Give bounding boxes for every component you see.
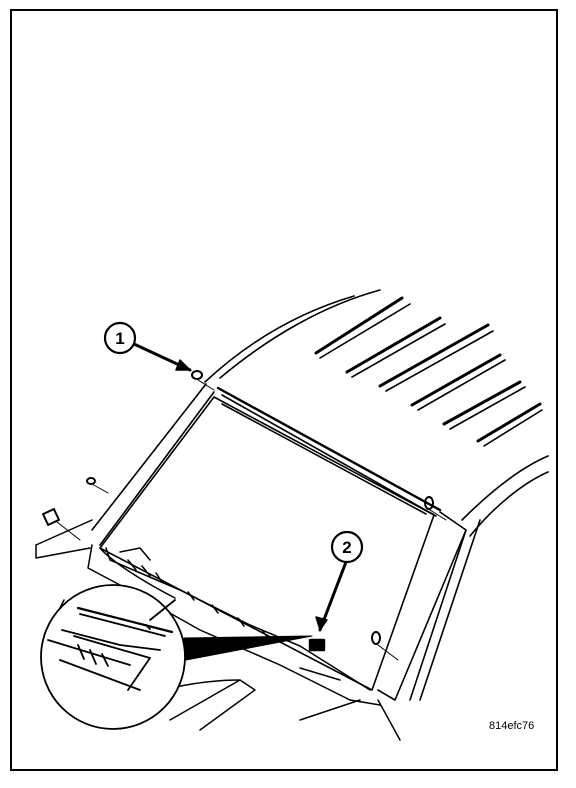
fastener-clips bbox=[42, 370, 447, 661]
callout-2-label: 2 bbox=[342, 538, 351, 557]
roof-panel bbox=[204, 289, 549, 537]
figure-code: 814efc76 bbox=[489, 720, 535, 732]
cowl-panel bbox=[35, 519, 401, 741]
callout-1-label: 1 bbox=[115, 329, 124, 348]
a-pillars bbox=[91, 383, 481, 701]
detail-magnifier bbox=[40, 584, 313, 730]
callout-arrows bbox=[132, 342, 348, 632]
windshield-glass bbox=[99, 386, 442, 691]
callout-2 bbox=[330, 530, 364, 564]
callout-1 bbox=[103, 321, 137, 355]
